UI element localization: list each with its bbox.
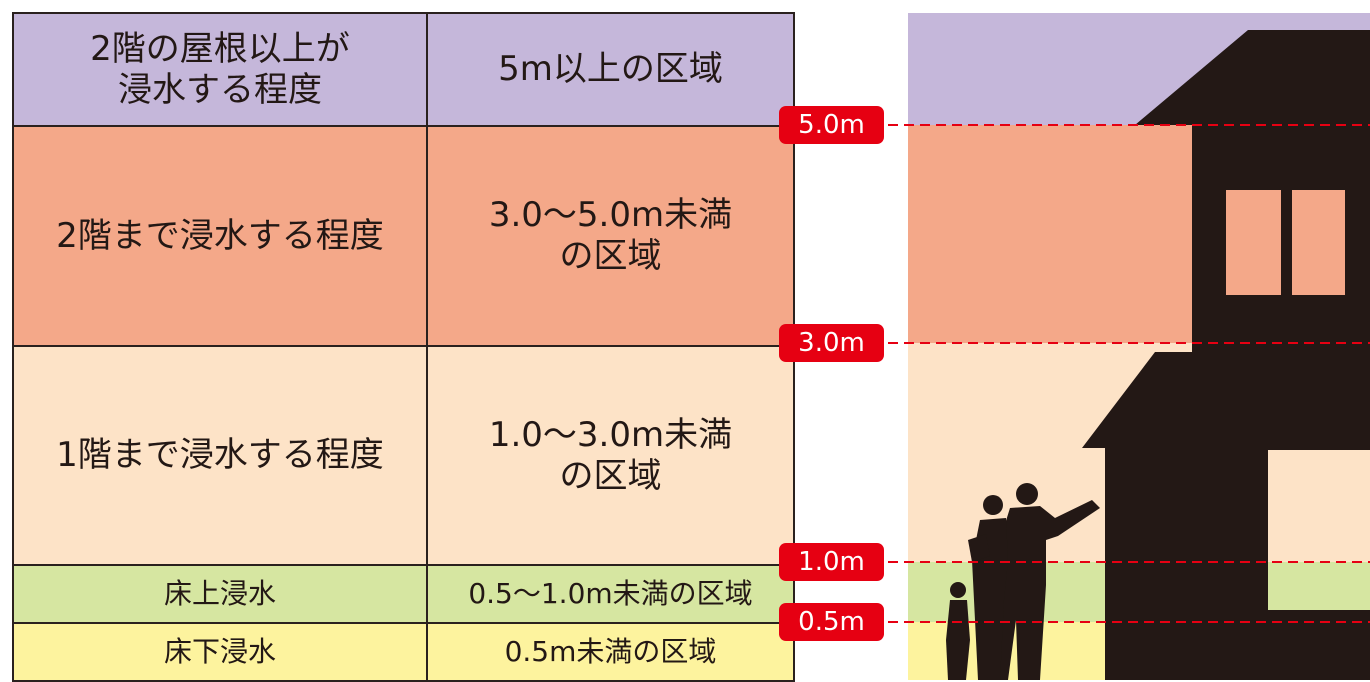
marker-badge-05m: 0.5m bbox=[779, 603, 884, 641]
legend-range: 0.5m未満の区域 bbox=[426, 622, 795, 682]
lower-window-lower bbox=[1268, 562, 1370, 610]
legend-row-1to3: 1階まで浸水する程度 1.0～3.0m未満 の区域 bbox=[12, 345, 795, 566]
legend-range: 0.5～1.0m未満の区域 bbox=[426, 564, 795, 624]
flood-depth-legend-table: 2階の屋根以上が 浸水する程度 5m以上の区域 2階まで浸水する程度 3.0～5… bbox=[12, 12, 795, 682]
marker-badge-5m: 5.0m bbox=[779, 106, 884, 144]
legend-row-below05: 床下浸水 0.5m未満の区域 bbox=[12, 622, 795, 682]
legend-range: 5m以上の区域 bbox=[426, 12, 795, 127]
legend-description: 2階まで浸水する程度 bbox=[12, 125, 428, 347]
legend-description: 床上浸水 bbox=[12, 564, 428, 624]
legend-description: 床下浸水 bbox=[12, 622, 428, 682]
legend-range: 3.0～5.0m未満 の区域 bbox=[426, 125, 795, 347]
legend-range: 1.0～3.0m未満 の区域 bbox=[426, 345, 795, 566]
legend-description: 2階の屋根以上が 浸水する程度 bbox=[12, 12, 428, 127]
marker-badge-1m: 1.0m bbox=[779, 543, 884, 581]
legend-row-3to5: 2階まで浸水する程度 3.0～5.0m未満 の区域 bbox=[12, 125, 795, 347]
upper-window bbox=[1226, 190, 1345, 295]
lower-window-upper bbox=[1268, 450, 1370, 562]
legend-row-05to1: 床上浸水 0.5～1.0m未満の区域 bbox=[12, 564, 795, 624]
legend-description: 1階まで浸水する程度 bbox=[12, 345, 428, 566]
family-silhouette-icon bbox=[946, 483, 1100, 680]
window-pane-left bbox=[1226, 190, 1281, 295]
window-pane-right bbox=[1292, 190, 1345, 295]
marker-badge-3m: 3.0m bbox=[779, 324, 884, 362]
legend-row-above5: 2階の屋根以上が 浸水する程度 5m以上の区域 bbox=[12, 12, 795, 127]
